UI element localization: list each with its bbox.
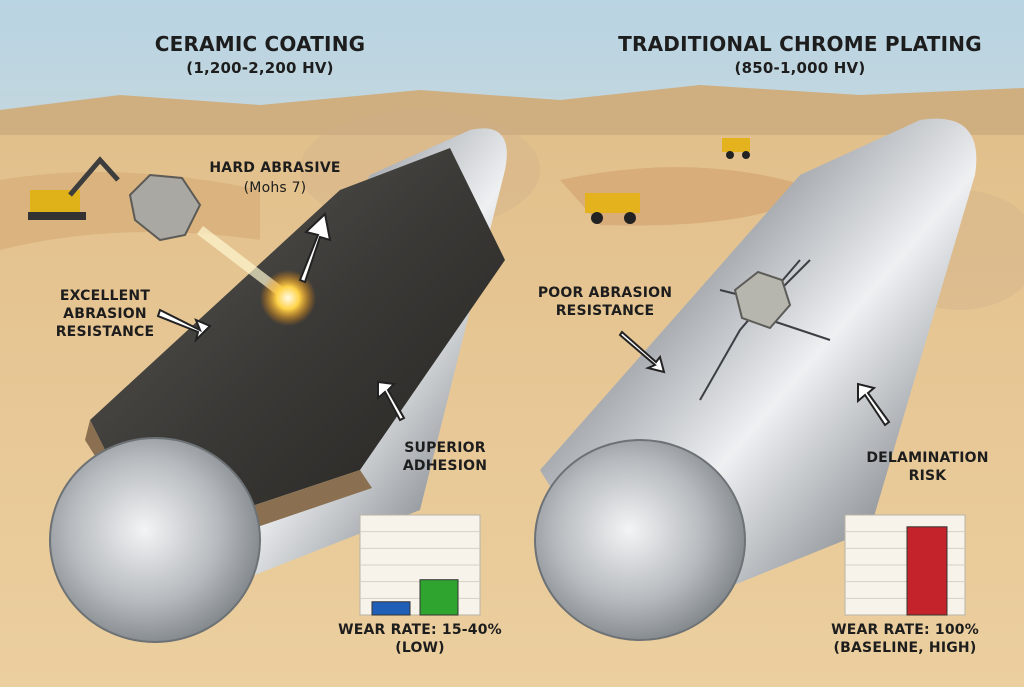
ceramic-wear-caption: WEAR RATE: 15-40% [338,622,502,638]
excellent-line3: RESISTANCE [55,324,155,340]
chart-bar [371,601,411,616]
chrome-end-cap [534,439,746,641]
dump-truck [585,193,640,224]
ceramic-wear-sub: (LOW) [395,640,445,656]
hard-abrasive-label: HARD ABRASIVE [209,160,341,176]
wheel-loader [722,138,750,159]
delamination-line2: RISK [908,468,947,484]
ceramic-hardness: (1,200-2,200 HV) [186,59,334,77]
excellent-line1: EXCELLENT [59,288,151,304]
arrow-poor-icon [618,330,666,374]
chart-right [845,526,965,616]
ceramic-layer [90,148,505,540]
ceramic-rod [49,128,507,643]
adhesion-line1: SUPERIOR [404,440,486,456]
deflect-arrow-icon [298,212,332,284]
chart-bar [906,526,948,616]
chrome-wear-sub: (BASELINE, HIGH) [833,640,977,656]
mohs-label: (Mohs 7) [243,180,307,196]
arrow-delam-icon [857,382,891,427]
chrome-hardness: (850-1,000 HV) [734,59,866,77]
chart-left [360,531,480,616]
chart-bar [419,579,459,616]
rock-embedded [733,270,792,330]
poor-abrasion-line1: POOR ABRASION [537,285,673,301]
excavator [28,156,120,220]
spark-icon [260,270,316,326]
chrome-title: TRADITIONAL CHROME PLATING [618,32,982,56]
arrow-excellent-icon [156,308,212,344]
chrome-wear-caption: WEAR RATE: 100% [831,622,979,638]
poor-abrasion-line2: RESISTANCE [555,303,655,319]
arrow-adhesion-icon [377,380,406,422]
ceramic-title: CERAMIC COATING [154,32,366,56]
rock-abrasive [128,173,202,242]
delamination-line1: DELAMINATION [866,450,989,466]
adhesion-line2: ADHESION [402,458,488,474]
rod-end-cap [49,437,261,643]
excellent-line2: ABRASION [63,306,147,322]
